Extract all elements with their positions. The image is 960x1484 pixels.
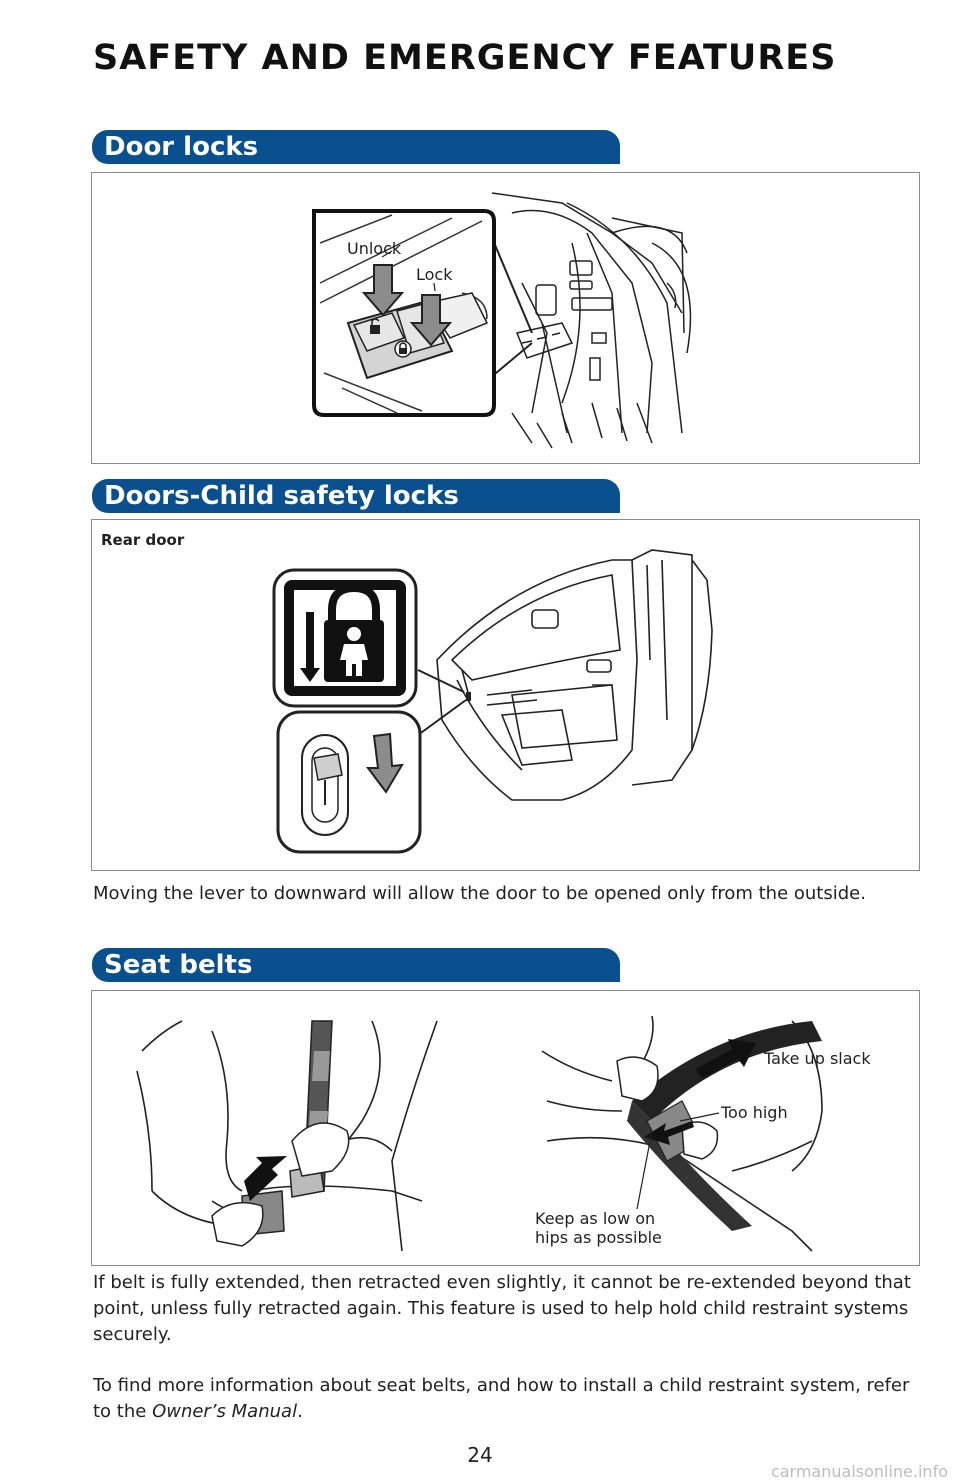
unlock-label: Unlock (347, 239, 402, 258)
unlock-button-icon (370, 318, 380, 334)
page-number: 24 (467, 1443, 493, 1467)
down-arrow-icon (366, 732, 404, 794)
take-up-slack-label: Take up slack (764, 1049, 871, 1068)
seat-belts-illustration: Take up slack Too high Keep as low on hi… (91, 990, 920, 1266)
section-heading-child-safety-locks: Doors-Child safety locks (92, 479, 620, 513)
keep-low-label-line2: hips as possible (535, 1228, 662, 1247)
lock-press-arrow (409, 294, 453, 347)
door-locks-illustration: Unlock Lock (91, 172, 920, 464)
paragraph-2-end: . (297, 1401, 303, 1422)
lock-button-icon (394, 340, 412, 358)
rear-door-label: Rear door (101, 531, 185, 549)
child-locks-drawing (272, 549, 713, 854)
page-title: SAFETY AND EMERGENCY FEATURES (93, 38, 837, 78)
keep-low-label-line1: Keep as low on (535, 1209, 656, 1228)
seat-belts-paragraph-1: If belt is fully extended, then retracte… (93, 1272, 911, 1345)
too-high-arrow-icon (644, 1121, 694, 1145)
lever-icon (276, 710, 422, 854)
section-heading-seat-belts: Seat belts (92, 948, 620, 982)
child-locks-illustration: Rear door (91, 519, 920, 871)
slack-arrow-icon (696, 1039, 756, 1079)
insert-arrow-icon (244, 1156, 287, 1201)
seat-belts-drawing (136, 1015, 823, 1252)
child-lock-symbol-icon (272, 568, 418, 708)
unlock-press-arrow (361, 264, 405, 317)
door-locks-drawing (312, 192, 692, 449)
paragraph-2-text: To find more information about seat belt… (93, 1375, 910, 1422)
watermark: carmanualsonline.info (770, 1462, 948, 1481)
section-heading-door-locks: Door locks (92, 130, 620, 164)
owners-manual-reference: Owner’s Manual (152, 1401, 298, 1422)
seat-belts-paragraph-2: To find more information about seat belt… (93, 1373, 913, 1425)
too-high-label: Too high (721, 1103, 788, 1122)
lock-label: Lock (416, 265, 453, 284)
child-locks-description: Moving the lever to downward will allow … (93, 883, 866, 904)
